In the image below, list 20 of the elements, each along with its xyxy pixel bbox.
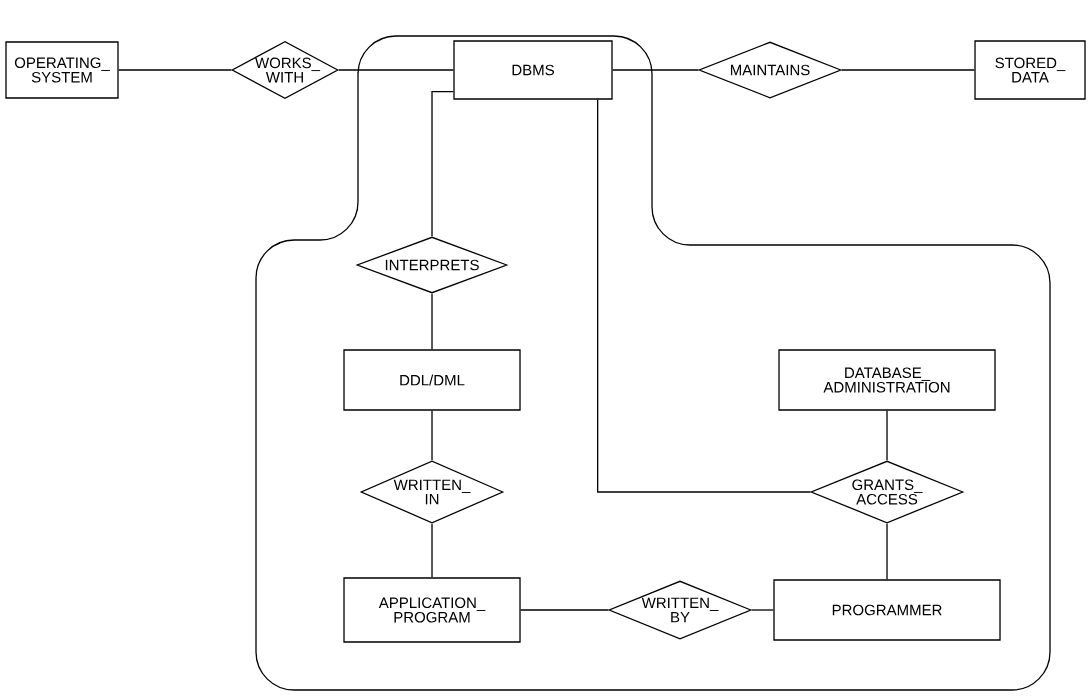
entity-box: STORED_ DATA <box>974 40 1086 100</box>
connector-line <box>431 293 433 350</box>
entity-box: PROGRAMMER <box>773 579 1001 641</box>
connector-line <box>886 523 888 580</box>
connector-line <box>751 609 774 611</box>
connector-line <box>338 69 454 71</box>
entity-box: OPERATING_ SYSTEM <box>5 41 119 99</box>
connector-line <box>841 69 975 71</box>
entity-box: APPLICATION_ PROGRAM <box>343 577 521 643</box>
connector-line <box>431 91 454 237</box>
connector-line <box>612 69 699 71</box>
connector-line <box>118 69 232 71</box>
connector-line <box>597 99 811 493</box>
entity-box: DDL/DML <box>343 349 521 411</box>
entity-box: DBMS <box>453 40 613 100</box>
connector-line <box>431 410 433 461</box>
connector-line <box>431 523 433 578</box>
connector-line <box>520 609 609 611</box>
entity-box: DATABASE_ ADMINISTRATION <box>778 349 996 411</box>
connector-line <box>886 410 888 461</box>
